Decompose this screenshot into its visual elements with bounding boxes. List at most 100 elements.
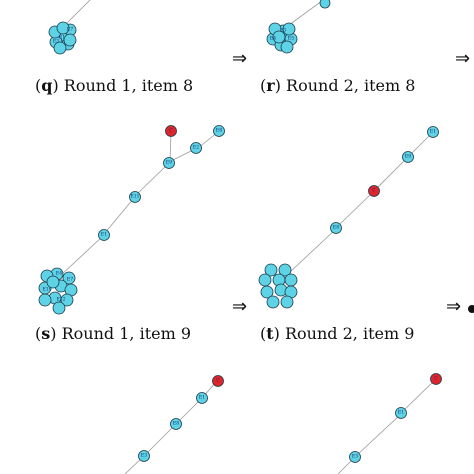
edge bbox=[134, 162, 170, 197]
node-label: E10 bbox=[42, 287, 51, 293]
node-e-circle bbox=[395, 407, 407, 419]
node-c-circle bbox=[368, 185, 380, 197]
transition-arrow: ⇒ bbox=[232, 48, 247, 69]
graph-node: E3 bbox=[138, 450, 150, 462]
graph-node: E1 bbox=[98, 229, 110, 241]
node-label: E3 bbox=[352, 454, 358, 460]
caption-s: (s) Round 1, item 9 bbox=[35, 324, 191, 343]
graph-node: C bbox=[368, 185, 380, 197]
graph-node: E11 bbox=[129, 191, 141, 203]
node-label: E3 bbox=[53, 39, 59, 45]
edge bbox=[336, 191, 374, 228]
node-label: E9 bbox=[166, 160, 172, 166]
node-label: E1 bbox=[101, 232, 107, 238]
edge bbox=[374, 157, 408, 191]
node-label: E7 bbox=[67, 27, 73, 33]
node-label: C bbox=[216, 378, 220, 384]
node-label: E4 bbox=[270, 36, 276, 42]
edge bbox=[355, 413, 402, 457]
graph-node: C bbox=[430, 373, 442, 385]
graph-node: E8 bbox=[213, 125, 225, 137]
node-label: E11 bbox=[130, 194, 139, 200]
node-e-circle bbox=[138, 450, 150, 462]
edge bbox=[144, 424, 176, 456]
graph-node: E2 bbox=[190, 142, 202, 154]
cluster-node bbox=[282, 22, 296, 36]
graph-node bbox=[468, 305, 474, 313]
cluster-node bbox=[60, 293, 74, 307]
cluster-node bbox=[53, 41, 67, 55]
node-e-circle bbox=[196, 392, 208, 404]
transition-arrow: ⇒ bbox=[455, 48, 470, 69]
caption-t: (t) Round 2, item 9 bbox=[260, 324, 414, 343]
graph-node: C bbox=[212, 375, 224, 387]
graph-node: E1 bbox=[395, 407, 407, 419]
cluster-node bbox=[63, 33, 77, 47]
edge bbox=[401, 379, 436, 413]
node-e-circle bbox=[170, 418, 182, 430]
cluster-node bbox=[278, 263, 292, 277]
node-label: E7 bbox=[67, 277, 73, 283]
graph-node: E1 bbox=[427, 126, 439, 138]
edge bbox=[59, 235, 104, 277]
node-label: E3 bbox=[141, 453, 147, 459]
node-label: E9 bbox=[405, 154, 411, 160]
cluster-node bbox=[284, 273, 298, 287]
node-label: E8 bbox=[333, 225, 339, 231]
node-e-circle bbox=[163, 157, 175, 169]
graph-node: C bbox=[165, 125, 177, 137]
node-e-circle bbox=[129, 191, 141, 203]
node-label: C bbox=[434, 376, 438, 382]
transition-arrow: ⇒ bbox=[446, 296, 461, 317]
node-label: E5 bbox=[288, 36, 294, 42]
node-c-circle bbox=[430, 373, 442, 385]
graph-node bbox=[319, 0, 331, 9]
node-label: E1 bbox=[199, 395, 205, 401]
edge bbox=[176, 398, 202, 424]
cluster-node bbox=[260, 285, 274, 299]
cluster-node bbox=[280, 40, 294, 54]
node-label: E4 bbox=[56, 271, 62, 277]
cluster-node bbox=[38, 293, 52, 307]
cluster-node bbox=[52, 301, 66, 315]
transition-arrow: ⇒ bbox=[232, 296, 247, 317]
node-label: E1 bbox=[430, 129, 436, 135]
node-label: E3 bbox=[280, 28, 286, 34]
node-e-circle bbox=[402, 151, 414, 163]
node-label: E12 bbox=[56, 297, 65, 303]
cluster-node bbox=[266, 295, 280, 309]
edge bbox=[103, 197, 135, 235]
node-label: E8 bbox=[173, 421, 179, 427]
cluster-node bbox=[272, 30, 286, 44]
edge bbox=[289, 228, 337, 273]
node-label: C bbox=[372, 188, 376, 194]
node-c-circle bbox=[212, 375, 224, 387]
node-label: E1 bbox=[398, 410, 404, 416]
node-label: C bbox=[169, 128, 173, 134]
node-label: E8 bbox=[216, 128, 222, 134]
node-e-circle bbox=[427, 126, 439, 138]
node-label: E1 bbox=[59, 35, 65, 41]
graph-node: E9 bbox=[402, 151, 414, 163]
node-e-circle bbox=[349, 451, 361, 463]
node-e-circle bbox=[190, 142, 202, 154]
graph-node: E8 bbox=[330, 222, 342, 234]
graph-node: E8 bbox=[170, 418, 182, 430]
node-c-circle bbox=[165, 125, 177, 137]
graph-node: E3 bbox=[349, 451, 361, 463]
node-e-circle bbox=[330, 222, 342, 234]
cluster-node bbox=[258, 273, 272, 287]
cluster-node bbox=[56, 21, 70, 35]
caption-q: (q) Round 1, item 8 bbox=[35, 76, 193, 95]
node-e-circle bbox=[213, 125, 225, 137]
cluster-node bbox=[46, 275, 60, 289]
node-label: E2 bbox=[193, 145, 199, 151]
graph-node: E9 bbox=[163, 157, 175, 169]
